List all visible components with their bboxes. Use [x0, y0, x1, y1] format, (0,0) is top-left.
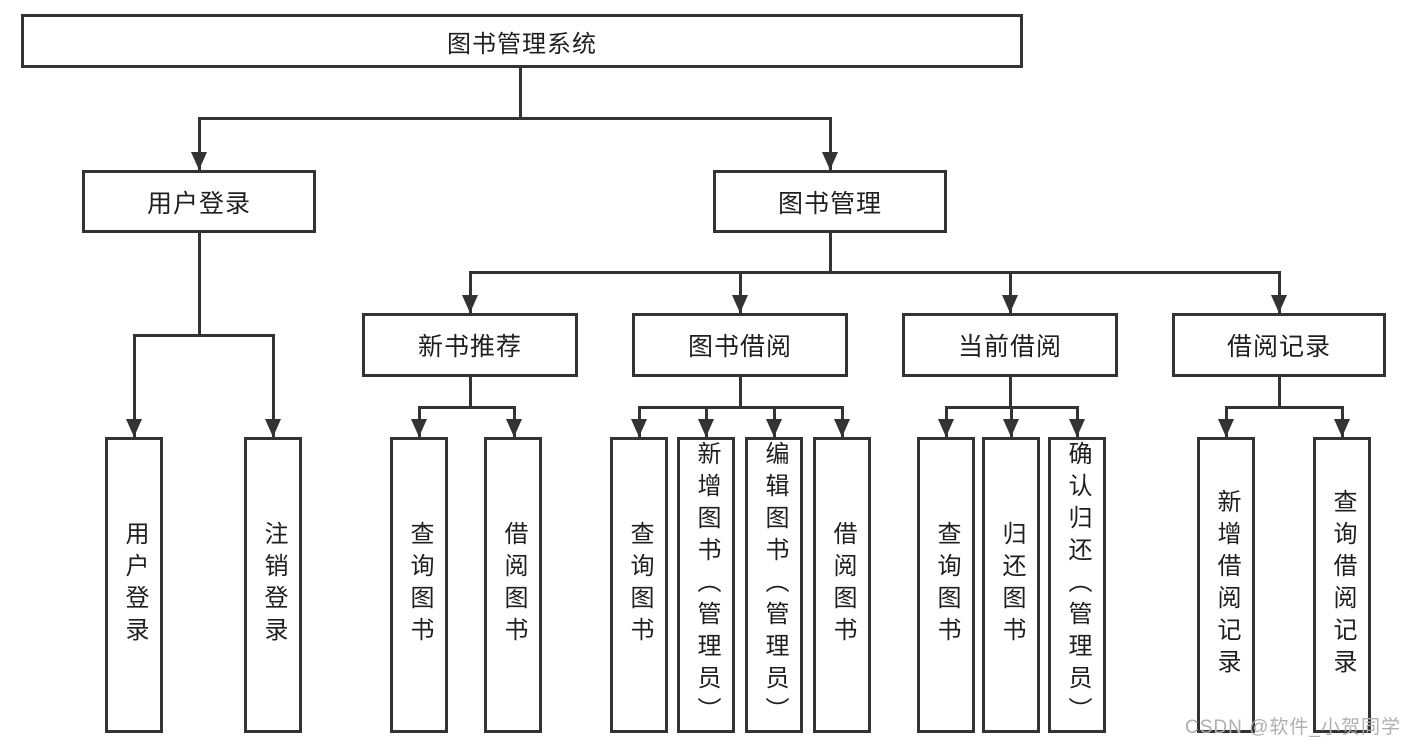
arrow-down-icon	[1003, 419, 1019, 437]
connector-line-v	[1278, 271, 1281, 313]
leaf-logout: 注销登录	[244, 437, 302, 733]
connector-line-v	[272, 334, 275, 437]
arrow-down-icon	[411, 419, 427, 437]
leaf-query-book-recommend: 查询图书	[390, 437, 448, 733]
arrow-down-icon	[1002, 295, 1018, 313]
connector-line-v	[1278, 377, 1281, 409]
node-borrowing-records: 借阅记录	[1172, 313, 1386, 377]
connector-line-v	[198, 231, 201, 337]
connector-line-h	[638, 406, 844, 409]
arrow-down-icon	[631, 419, 647, 437]
connector-line-v	[1009, 271, 1012, 313]
arrow-down-icon	[506, 419, 522, 437]
arrow-down-icon	[265, 419, 281, 437]
connector-line-v	[469, 377, 472, 409]
arrow-down-icon	[462, 295, 478, 313]
connector-line-v	[739, 377, 742, 409]
leaf-add-book-admin: 新增图书（管理员）	[677, 437, 735, 733]
connector-line-h	[133, 334, 275, 337]
leaf-borrow-book-recommend: 借阅图书	[484, 437, 542, 733]
connector-line-h	[469, 271, 1281, 274]
connector-line-v	[829, 231, 832, 274]
leaf-query-book-current: 查询图书	[917, 437, 975, 733]
arrow-down-icon	[1069, 419, 1085, 437]
connector-line-h	[1225, 406, 1343, 409]
connector-line-h	[198, 117, 832, 120]
node-book-borrowing: 图书借阅	[632, 313, 848, 377]
connector-line-v	[739, 271, 742, 313]
leaf-add-borrow-record: 新增借阅记录	[1197, 437, 1255, 733]
connector-line-v	[469, 271, 472, 313]
node-user-login: 用户登录	[82, 170, 316, 233]
csdn-watermark: CSDN @软件_小贺同学	[1185, 717, 1401, 738]
connector-line-v	[519, 66, 522, 119]
connector-line-v	[1009, 377, 1012, 409]
leaf-query-borrow-record: 查询借阅记录	[1313, 437, 1371, 733]
node-root-library-system: 图书管理系统	[21, 14, 1023, 68]
arrow-down-icon	[1218, 419, 1234, 437]
node-current-borrowing: 当前借阅	[902, 313, 1118, 377]
leaf-edit-book-admin: 编辑图书（管理员）	[745, 437, 803, 733]
arrow-down-icon	[698, 419, 714, 437]
leaf-user-login: 用户登录	[105, 437, 163, 733]
arrow-down-icon	[822, 152, 838, 170]
leaf-query-book-borrowing: 查询图书	[610, 437, 668, 733]
node-new-book-recommendation: 新书推荐	[362, 313, 578, 377]
connector-line-v	[133, 334, 136, 437]
arrow-down-icon	[766, 419, 782, 437]
arrow-down-icon	[126, 419, 142, 437]
leaf-confirm-return-admin: 确认归还（管理员）	[1048, 437, 1106, 733]
arrow-down-icon	[191, 152, 207, 170]
arrow-down-icon	[1334, 419, 1350, 437]
node-book-management: 图书管理	[713, 170, 947, 233]
leaf-borrow-book: 借阅图书	[813, 437, 871, 733]
connector-line-h	[418, 406, 516, 409]
connector-line-v	[198, 117, 201, 170]
connector-line-v	[829, 117, 832, 170]
leaf-return-book: 归还图书	[982, 437, 1040, 733]
arrow-down-icon	[732, 295, 748, 313]
arrow-down-icon	[1271, 295, 1287, 313]
arrow-down-icon	[834, 419, 850, 437]
arrow-down-icon	[938, 419, 954, 437]
